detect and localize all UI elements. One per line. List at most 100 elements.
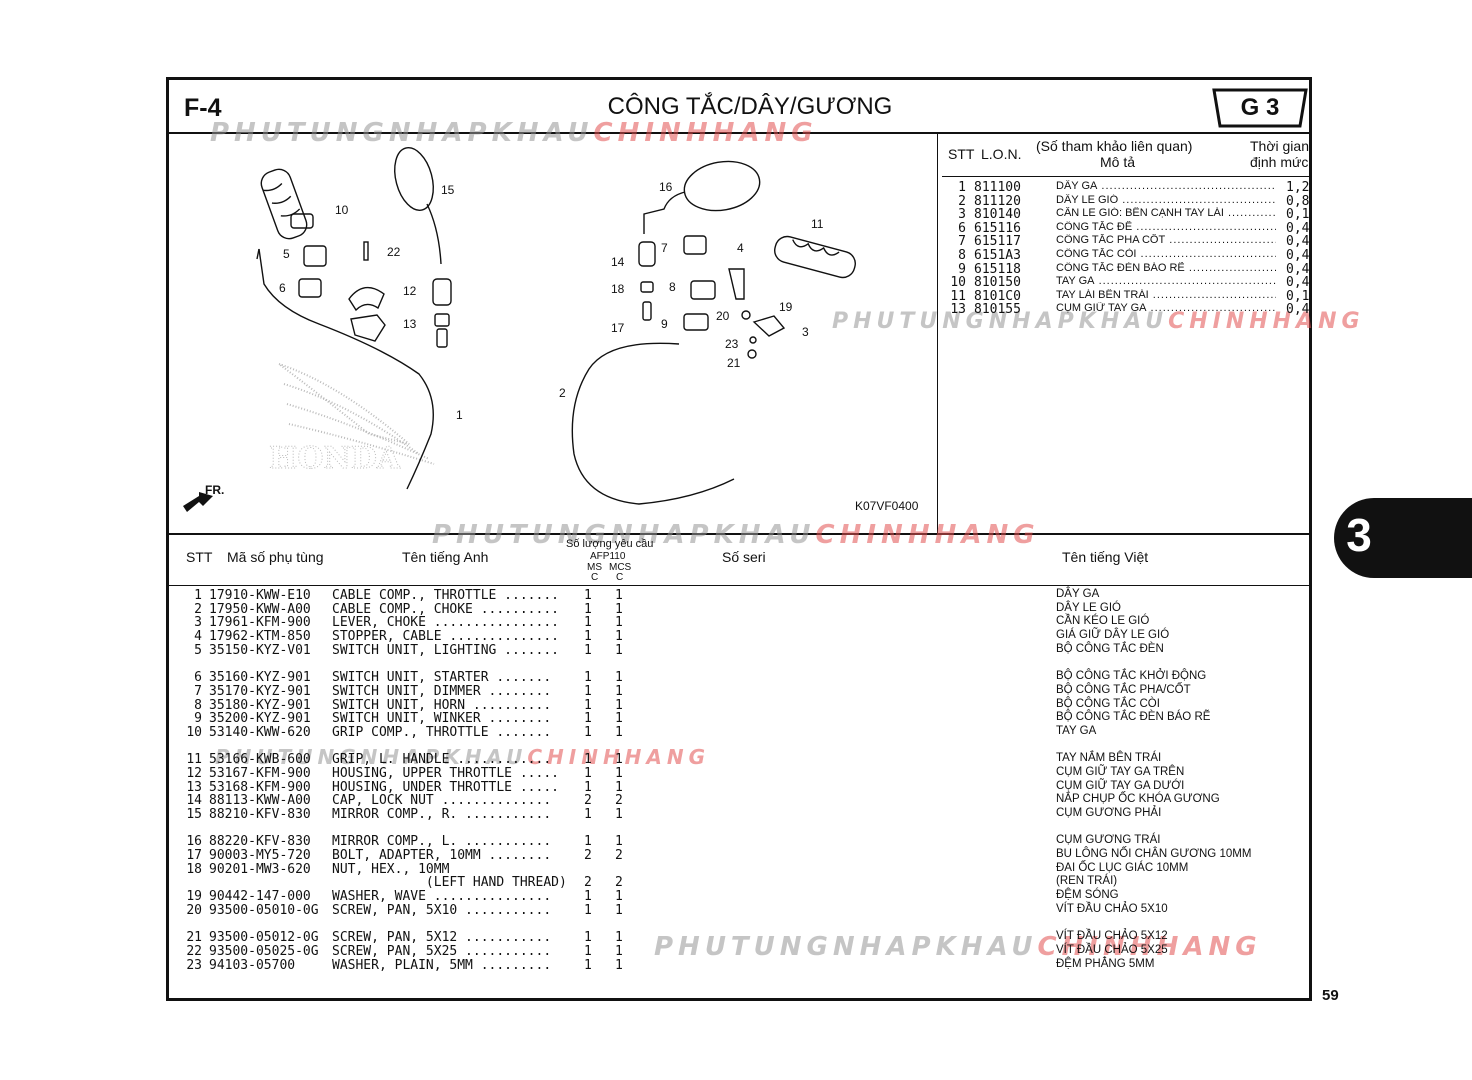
- qty-mcs: 1: [615, 807, 623, 822]
- ref-header-time-1: Thời gian: [1250, 138, 1309, 154]
- part-index: 8: [194, 698, 202, 713]
- part-english-name: NUT, HEX., 10MM: [332, 862, 450, 877]
- callout-label: 18: [611, 282, 625, 296]
- qty-mcs: 1: [615, 615, 623, 630]
- part-number: 35150-KYZ-V01: [209, 643, 311, 658]
- part-number: 88210-KFV-830: [209, 807, 311, 822]
- part-number: 90442-147-000: [209, 889, 311, 904]
- part-number: 35170-KYZ-901: [209, 684, 311, 699]
- choke-cable-icon: [571, 342, 735, 505]
- ref-desc: TAY GA: [1056, 275, 1276, 287]
- ref-lon: 8101C0: [974, 288, 1021, 304]
- diagram-bottom-divider: [169, 533, 1312, 535]
- part-number: 53167-KFM-900: [209, 766, 311, 781]
- throttle-grip-icon: [260, 168, 314, 240]
- part-number: 90003-MY5-720: [209, 848, 311, 863]
- part-english-name: SWITCH UNIT, STARTER .......: [332, 670, 552, 685]
- ref-table-row: 1 811100 DÂY GA 1,2: [942, 180, 1312, 195]
- honda-wing-logo: [278, 363, 435, 465]
- page-number: 59: [1322, 987, 1339, 1004]
- ref-lon: 6151A3: [974, 248, 1021, 263]
- ref-desc: CẦN LE GIÓ: BÊN CẠNH TAY LÁI: [1056, 207, 1276, 219]
- part-number: 93500-05025-0G: [209, 944, 319, 959]
- qty-ms: 1: [584, 684, 592, 699]
- part-vietnamese-name: NẮP CHỤP ỐC KHÓA GƯƠNG: [1056, 793, 1220, 805]
- part-english-name: CABLE COMP., CHOKE ..........: [332, 602, 559, 617]
- ref-header-divider: [942, 176, 1312, 177]
- ref-time: 0,8: [1286, 193, 1310, 209]
- ref-lon: 615118: [974, 261, 1021, 277]
- qty-mcs: 1: [615, 670, 623, 685]
- parts-header-serial: Số seri: [722, 549, 766, 565]
- ref-desc: CÔNG TẮC CÒI: [1056, 248, 1276, 260]
- ref-stt: 1: [958, 180, 966, 195]
- part-number: 17962-KTM-850: [209, 629, 311, 644]
- parts-header-divider: [169, 585, 1312, 586]
- ref-time: 1,2: [1286, 180, 1310, 195]
- part-vietnamese-name: CỤM GƯƠNG TRÁI: [1056, 834, 1161, 846]
- part-english-name: (LEFT HAND THREAD): [332, 875, 567, 890]
- ref-header-time-2: định mức: [1250, 154, 1309, 170]
- watermark: PHUTUNGNHAPKHAUCHINHHANG: [215, 745, 711, 769]
- part-vietnamese-name: CẦN KÉO LE GIÓ: [1056, 615, 1150, 627]
- part-vietnamese-name: BỘ CÔNG TẮC ĐÈN BÁO RẼ: [1056, 711, 1211, 723]
- qty-mcs: 2: [615, 793, 623, 808]
- callout-label: 7: [661, 241, 668, 255]
- part-vietnamese-name: DÂY GA: [1056, 588, 1100, 600]
- callout-label: 1: [456, 408, 463, 422]
- part-number: 53140-KWW-620: [209, 725, 311, 740]
- badge-frame-icon: [1212, 88, 1308, 128]
- part-english-name: SCREW, PAN, 5X12 ...........: [332, 930, 552, 945]
- part-english-name: SWITCH UNIT, WINKER ........: [332, 711, 552, 726]
- part-index: 14: [186, 793, 202, 808]
- page-title: CÔNG TẮC/DÂY/GƯƠNG: [607, 93, 893, 120]
- ref-desc: DÂY GA: [1056, 180, 1276, 192]
- ref-lon: 810140: [974, 207, 1021, 223]
- callout-label: 22: [387, 245, 401, 259]
- callout-label: 9: [661, 317, 668, 331]
- watermark: PHUTUNGNHAPKHAUCHINHHANG: [210, 118, 818, 148]
- qty-ms: 1: [584, 834, 592, 849]
- parts-header-english: Tên tiếng Anh: [402, 549, 489, 565]
- qty-ms: 1: [584, 903, 592, 918]
- qty-mcs: 2: [615, 848, 623, 863]
- part-english-name: MIRROR COMP., R. ...........: [332, 807, 552, 822]
- part-vietnamese-name: (REN TRÁI): [1056, 875, 1118, 887]
- qty-mcs: 1: [615, 711, 623, 726]
- qty-ms: 1: [584, 602, 592, 617]
- part-english-name: CAP, LOCK NUT ..............: [332, 793, 552, 808]
- qty-mcs: 1: [615, 944, 623, 959]
- front-arrow-icon: FR.: [183, 483, 224, 512]
- part-number: 35200-KYZ-901: [209, 711, 311, 726]
- qty-mcs: 1: [615, 780, 623, 795]
- ref-time: 0,4: [1286, 220, 1310, 236]
- callout-label: 11: [811, 217, 824, 231]
- part-index: 19: [186, 889, 202, 904]
- callout-label: 17: [611, 321, 625, 335]
- callout-label: 6: [279, 281, 286, 295]
- part-index: 9: [194, 711, 202, 726]
- qty-mcs: 1: [615, 930, 623, 945]
- part-index: 15: [186, 807, 202, 822]
- part-english-name: CABLE COMP., THROTTLE .......: [332, 588, 559, 603]
- part-vietnamese-name: TAY GA: [1056, 725, 1097, 737]
- qty-ms: 1: [584, 944, 592, 959]
- callout-label: 8: [669, 280, 676, 294]
- ref-time: 0,1: [1286, 288, 1310, 304]
- ref-lon: 811100: [974, 180, 1021, 195]
- part-english-name: SCREW, PAN, 5X10 ...........: [332, 903, 552, 918]
- qty-mcs: 1: [615, 629, 623, 644]
- qty-mcs: 1: [615, 684, 623, 699]
- qty-ms: 2: [584, 793, 592, 808]
- part-vietnamese-name: BỘ CÔNG TẮC ĐÈN: [1056, 643, 1164, 655]
- group-badge: G 3: [1210, 86, 1310, 130]
- part-index: 21: [186, 930, 202, 945]
- parts-header-qty: Số lượng yêu cầu: [566, 538, 654, 550]
- part-english-name: WASHER, WAVE ...............: [332, 889, 552, 904]
- callout-label: 21: [727, 356, 741, 370]
- part-english-name: GRIP COMP., THROTTLE .......: [332, 725, 552, 740]
- part-english-name: BOLT, ADAPTER, 10MM ........: [332, 848, 552, 863]
- ref-stt: 11: [950, 288, 966, 304]
